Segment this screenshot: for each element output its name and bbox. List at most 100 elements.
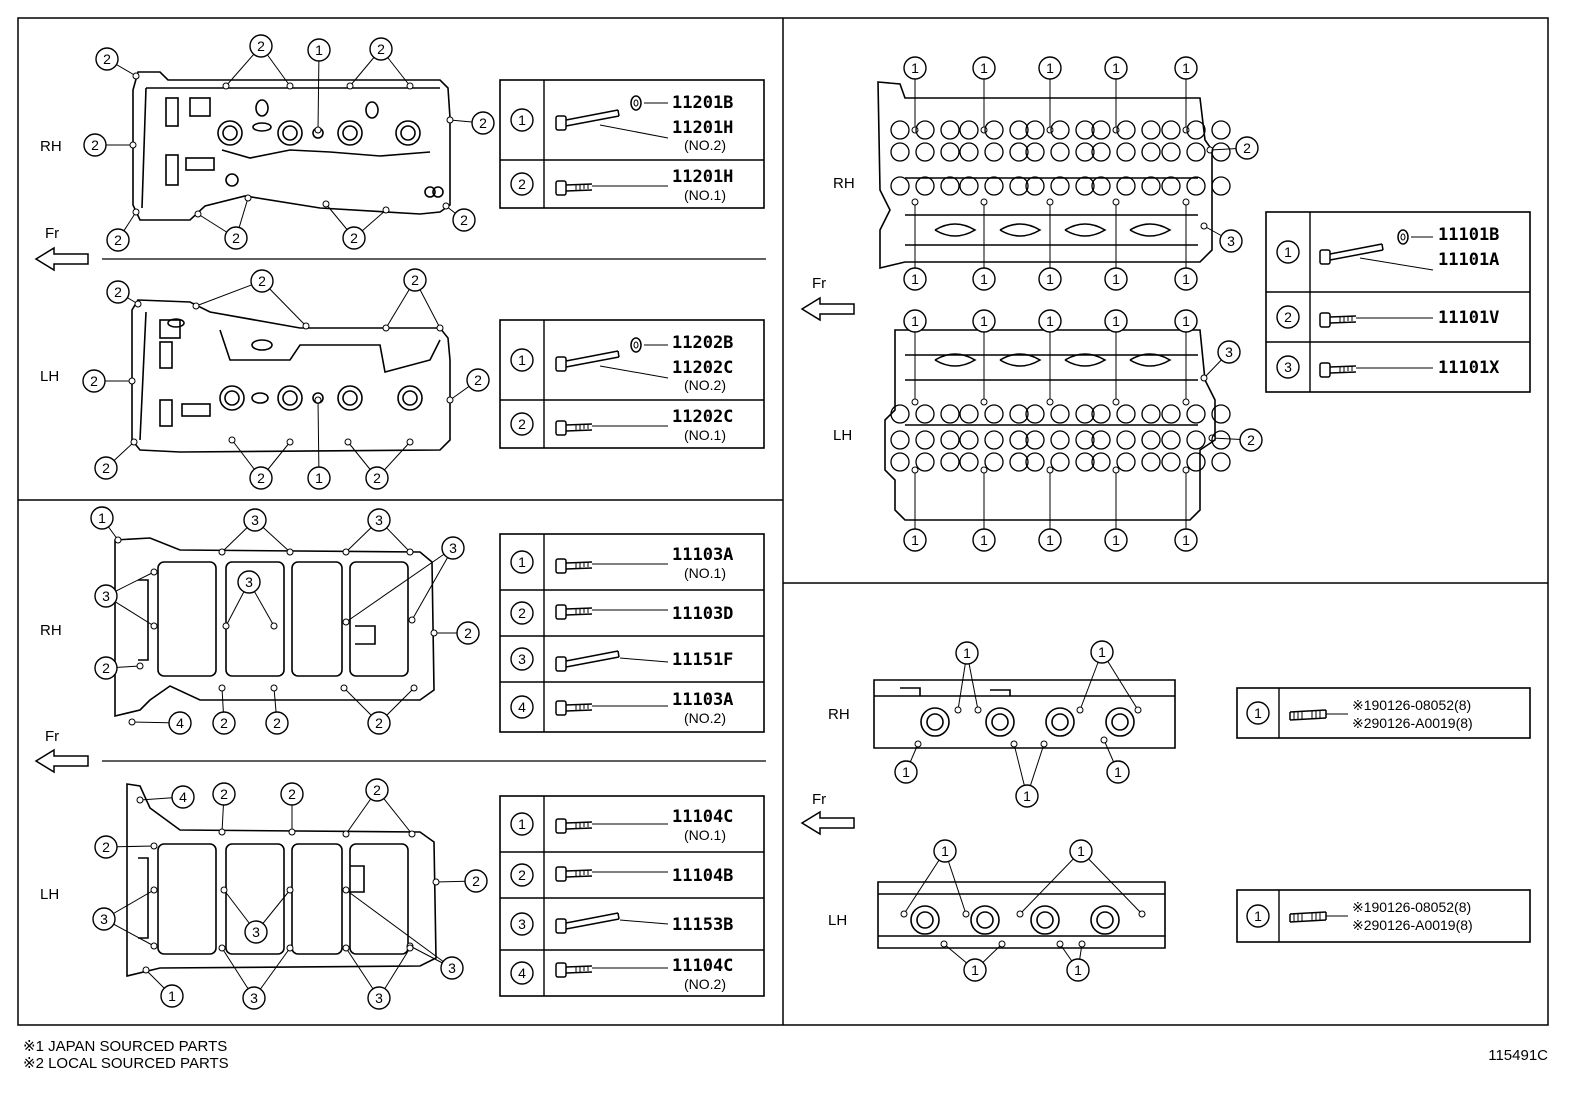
bolt-hole-marker — [340, 684, 348, 692]
callout-number: 1 — [980, 532, 988, 548]
bolt-hole-marker — [406, 438, 414, 446]
port-hole — [890, 404, 910, 424]
leader-line — [1080, 850, 1143, 915]
callout-number: 2 — [375, 715, 383, 731]
callout-circle — [1104, 309, 1128, 333]
part-number: 11104B — [672, 866, 733, 886]
callout-circle — [903, 267, 927, 291]
bolt-hole-marker — [346, 82, 354, 90]
callout-number: 3 — [1225, 344, 1233, 360]
port-hole — [959, 142, 979, 162]
callout-number: 3 — [448, 960, 456, 976]
bolt-hole-marker — [150, 942, 158, 950]
callout-number: 2 — [350, 230, 358, 246]
callout-number: 3 — [251, 512, 259, 528]
callout-number: 2 — [257, 38, 265, 54]
part-number: 11101X — [1438, 358, 1500, 378]
callout-circle — [365, 778, 389, 802]
callout-number: 1 — [971, 962, 979, 978]
callout-number: 2 — [220, 715, 228, 731]
callout-number: 1 — [963, 645, 971, 661]
bolt-hole-marker — [1046, 398, 1054, 406]
callout-number: 3 — [245, 574, 253, 590]
callout-number: 1 — [911, 271, 919, 287]
part-number: 11103A — [672, 690, 733, 710]
parts-table — [1236, 889, 1531, 943]
stud-icon — [1289, 911, 1327, 923]
port-hole — [1075, 430, 1095, 450]
callout-number: 1 — [518, 352, 526, 368]
callout-circle — [1219, 229, 1243, 253]
callout-circle — [1276, 240, 1300, 264]
bolt-hole-marker — [980, 398, 988, 406]
port-hole — [1161, 120, 1181, 140]
bolt-hole-marker — [1046, 198, 1054, 206]
port-hole — [1025, 404, 1045, 424]
callout-circle — [92, 907, 116, 931]
bolt-hole-marker — [314, 396, 322, 404]
bolt-icon — [555, 962, 593, 978]
part-qualifier: (NO.2) — [684, 976, 726, 992]
parts-table — [499, 533, 765, 733]
callout-number: 1 — [1023, 788, 1031, 804]
callout-number: 2 — [220, 786, 228, 802]
bolt-hole-marker — [446, 116, 454, 124]
callout-circle — [212, 782, 236, 806]
bolt-icon — [555, 650, 620, 672]
port-hole — [890, 452, 910, 472]
callout-number: 1 — [1098, 644, 1106, 660]
port-hole — [1211, 452, 1231, 472]
port-hole — [1025, 430, 1045, 450]
callout-circle — [510, 348, 534, 372]
callout-circle — [903, 309, 927, 333]
callout-circle — [510, 695, 534, 719]
bolt-hole-marker — [1040, 740, 1048, 748]
part-qualifier: (NO.1) — [684, 427, 726, 443]
port-hole — [1009, 120, 1029, 140]
callout-circle — [1090, 640, 1114, 664]
callout-circle — [456, 621, 480, 645]
callout-number: 2 — [1284, 309, 1292, 325]
bolt-hole-marker — [1046, 126, 1054, 134]
port-hole — [1025, 142, 1045, 162]
port-hole — [1141, 404, 1161, 424]
callout-circle — [106, 228, 130, 252]
port-hole — [1141, 142, 1161, 162]
port-hole — [1116, 142, 1136, 162]
port-hole — [940, 404, 960, 424]
callout-circle — [224, 226, 248, 250]
part-number: 11103A — [672, 545, 733, 565]
bolt-hole-marker — [218, 548, 226, 556]
bolt-hole-marker — [1112, 126, 1120, 134]
callout-number: 1 — [980, 271, 988, 287]
parts-table — [1265, 211, 1531, 393]
callout-number: 4 — [518, 965, 526, 981]
bolt-hole-marker — [136, 662, 144, 670]
callout-number: 1 — [1254, 705, 1262, 721]
callout-circle — [1038, 309, 1062, 333]
callout-circle — [510, 863, 534, 887]
callout-circle — [265, 711, 289, 735]
part-number: 11151F — [672, 650, 733, 670]
bolt-hole-marker — [954, 706, 962, 714]
callout-circle — [1038, 267, 1062, 291]
port-hole — [1161, 430, 1181, 450]
front-label: Fr — [812, 275, 826, 292]
callout-circle — [83, 133, 107, 157]
part-qualifier: (NO.1) — [684, 187, 726, 203]
callout-circle — [972, 56, 996, 80]
port-hole — [1161, 142, 1181, 162]
callout-number: 4 — [179, 789, 187, 805]
port-hole — [1050, 142, 1070, 162]
callout-number: 2 — [474, 372, 482, 388]
callout-number: 1 — [168, 988, 176, 1004]
callout-circle — [1174, 267, 1198, 291]
port-hole — [940, 176, 960, 196]
callout-number: 1 — [1112, 532, 1120, 548]
callout-number: 3 — [518, 916, 526, 932]
front-arrow-icon — [35, 749, 89, 773]
bolt-hole-marker — [408, 616, 416, 624]
bolt-hole-marker — [436, 324, 444, 332]
callout-number: 2 — [232, 230, 240, 246]
callout-circle — [237, 570, 261, 594]
